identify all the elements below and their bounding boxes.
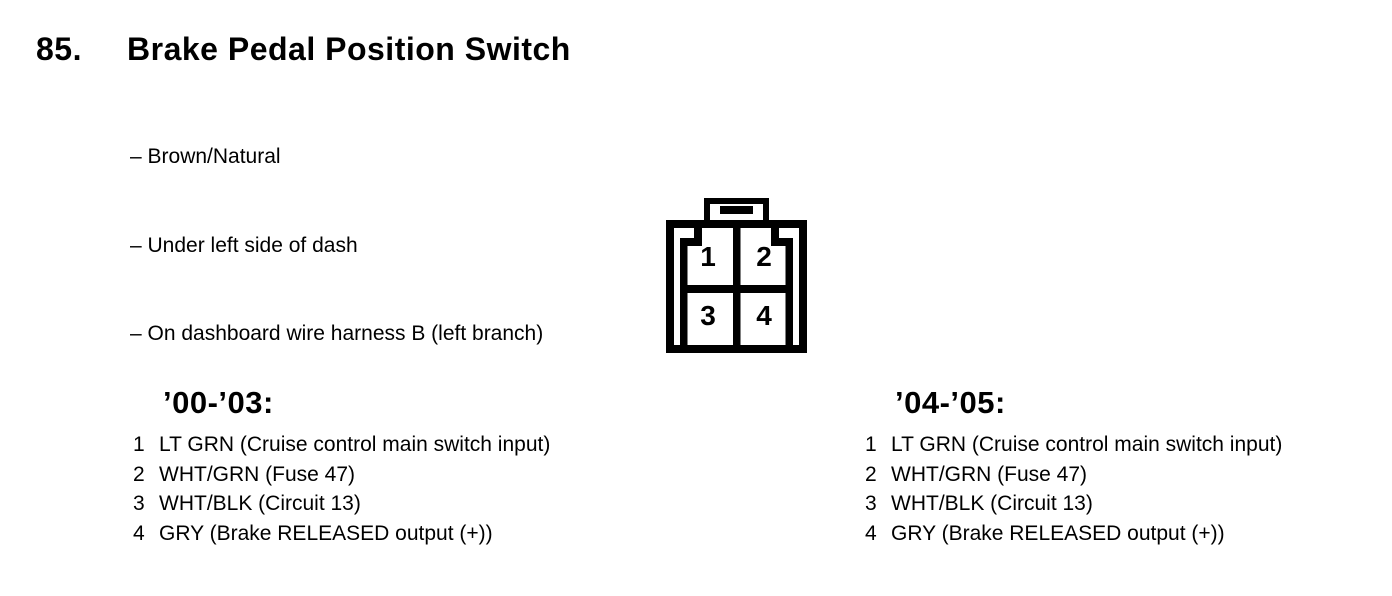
pinout-row: 3 WHT/BLK (Circuit 13) bbox=[133, 489, 550, 519]
year-range-heading-00-03: ’00-’03: bbox=[163, 385, 274, 420]
connector-right-wall bbox=[785, 238, 793, 345]
pin-number: 3 bbox=[133, 492, 145, 515]
pinout-row: 4 GRY (Brake RELEASED output (+)) bbox=[133, 519, 550, 549]
pin-number: 4 bbox=[133, 521, 145, 545]
item-number: 85. bbox=[36, 31, 82, 67]
connector-diagram: 1 2 3 4 bbox=[664, 196, 809, 358]
connector-pin-2-label: 2 bbox=[756, 241, 772, 272]
pin-description: WHT/GRN (Fuse 47) bbox=[891, 462, 1088, 486]
connector-latch-bar bbox=[720, 206, 753, 214]
connector-pin-4-label: 4 bbox=[756, 300, 772, 331]
pinout-row: 3 WHT/BLK (Circuit 13) bbox=[865, 489, 1282, 519]
pin-description: WHT/BLK (Circuit 13) bbox=[891, 492, 1093, 515]
pin-number: 2 bbox=[133, 462, 145, 486]
pin-description: WHT/GRN (Fuse 47) bbox=[159, 462, 356, 486]
pin-number: 2 bbox=[865, 462, 877, 486]
pinout-row: 4 GRY (Brake RELEASED output (+)) bbox=[865, 519, 1282, 549]
pin-description: GRY (Brake RELEASED output (+)) bbox=[159, 521, 493, 545]
pin-number: 4 bbox=[865, 521, 877, 545]
pinout-row: 1 LT GRN (Cruise control main switch inpu… bbox=[865, 430, 1282, 460]
pinout-list-00-03: 1 LT GRN (Cruise control main switch inpu… bbox=[133, 430, 550, 548]
detail-line-location: – Under left side of dash bbox=[130, 233, 358, 257]
pin-description: WHT/BLK (Circuit 13) bbox=[159, 492, 361, 515]
detail-line-harness: – On dashboard wire harness B (left bran… bbox=[130, 322, 544, 345]
connector-pin-3-label: 3 bbox=[700, 300, 716, 331]
year-range-heading-04-05: ’04-’05: bbox=[895, 385, 1006, 420]
pin-number: 1 bbox=[865, 433, 877, 456]
pin-description: GRY (Brake RELEASED output (+)) bbox=[891, 521, 1225, 545]
connector-pin-1-label: 1 bbox=[700, 241, 716, 272]
pinout-row: 2 WHT/GRN (Fuse 47) bbox=[865, 460, 1282, 490]
pinout-list-04-05: 1 LT GRN (Cruise control main switch inpu… bbox=[865, 430, 1282, 548]
pinout-row: 2 WHT/GRN (Fuse 47) bbox=[133, 460, 550, 490]
connector-key-step-pin1 bbox=[680, 228, 702, 246]
detail-line-color: – Brown/Natural bbox=[130, 145, 281, 168]
pin-number: 1 bbox=[133, 433, 145, 456]
detail-list: – Brown/Natural – Under left side of das… bbox=[130, 83, 543, 378]
pin-number: 3 bbox=[865, 492, 877, 515]
pin-description: LT GRN (Cruise control main switch input… bbox=[159, 433, 551, 456]
connector-horizontal-divider bbox=[680, 285, 793, 293]
page-title: Brake Pedal Position Switch bbox=[127, 31, 571, 67]
connector-key-step-pin2 bbox=[771, 228, 793, 246]
pin-description: LT GRN (Cruise control main switch input… bbox=[891, 433, 1283, 456]
connector-left-wall bbox=[680, 238, 688, 345]
pinout-row: 1 LT GRN (Cruise control main switch inpu… bbox=[133, 430, 550, 460]
